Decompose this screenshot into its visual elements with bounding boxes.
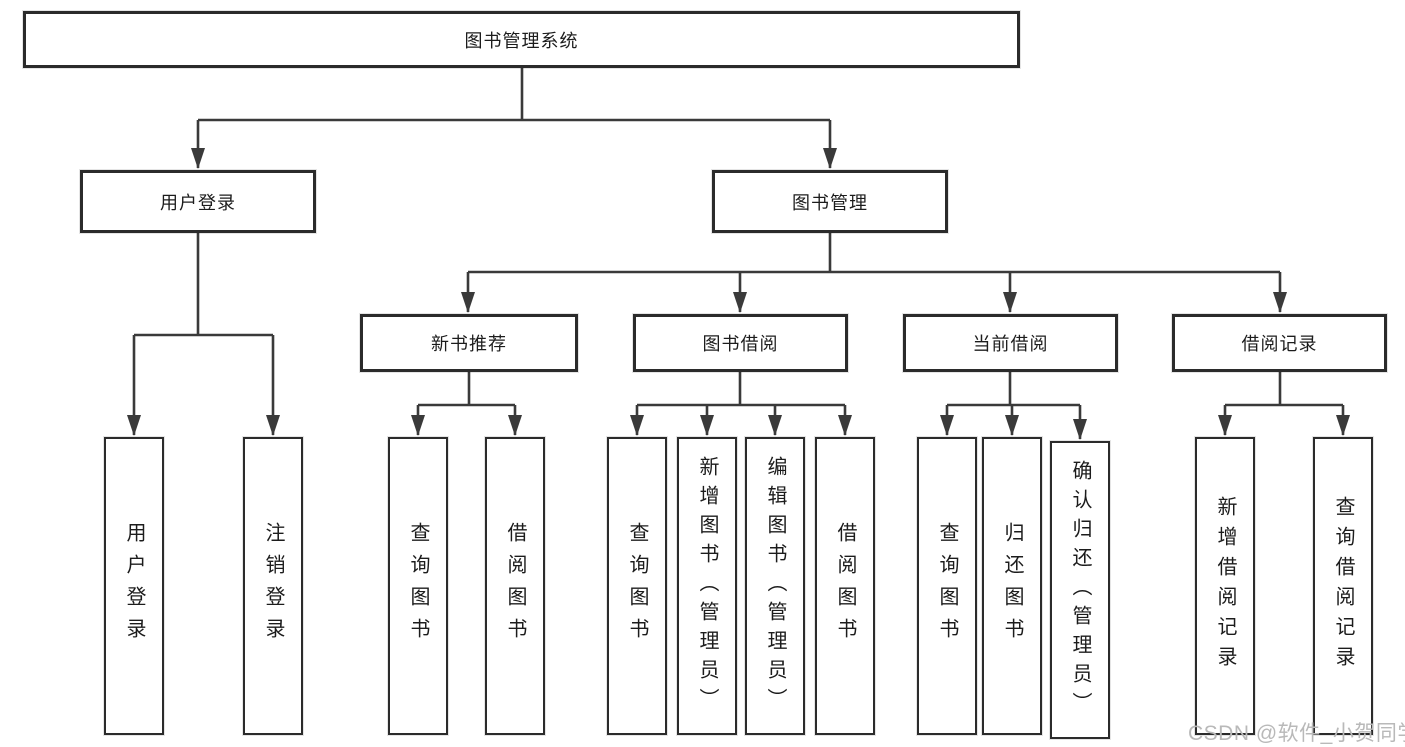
node-user-login: 用户登录 [80, 170, 316, 233]
node-current-borrowing: 当前借阅 [903, 314, 1118, 372]
leaf-bb-add-books-admin: 新增图书（管理员） [677, 437, 737, 735]
leaf-cb-confirm-return-admin: 确认归还（管理员） [1050, 441, 1110, 739]
leaf-br-add-borrow-record: 新增借阅记录 [1195, 437, 1255, 735]
leaf-br-query-borrow-record: 查询借阅记录 [1313, 437, 1373, 735]
leaf-bb-edit-books-admin: 编辑图书（管理员） [745, 437, 805, 735]
leaf-user-login: 用户登录 [104, 437, 164, 735]
node-book-borrowing: 图书借阅 [633, 314, 848, 372]
node-library-management-system: 图书管理系统 [23, 11, 1020, 68]
leaf-bb-borrow-books: 借阅图书 [815, 437, 875, 735]
node-new-book-recommendation: 新书推荐 [360, 314, 578, 372]
csdn-watermark: CSDN @软件_小贺同学 [1188, 722, 1405, 745]
leaf-bb-query-books: 查询图书 [607, 437, 667, 735]
leaf-cb-query-books: 查询图书 [917, 437, 977, 735]
leaf-cb-return-books: 归还图书 [982, 437, 1042, 735]
leaf-logout: 注销登录 [243, 437, 303, 735]
leaf-nb-query-books: 查询图书 [388, 437, 448, 735]
node-borrowing-records: 借阅记录 [1172, 314, 1387, 372]
node-book-management: 图书管理 [712, 170, 948, 233]
leaf-nb-borrow-books: 借阅图书 [485, 437, 545, 735]
